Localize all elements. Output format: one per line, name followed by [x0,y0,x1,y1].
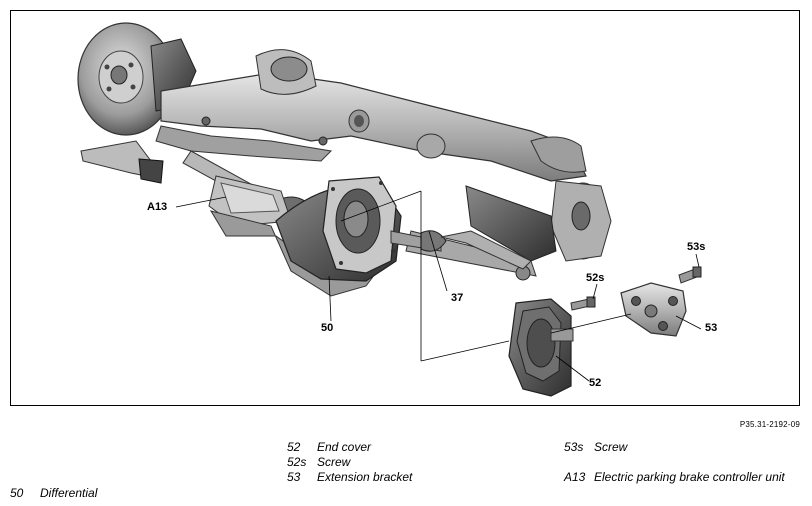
callout-52s: 52s [586,272,605,284]
legend-item-53: 53 Extension bracket [287,470,413,484]
callout-53: 53 [705,322,718,334]
diagram-frame: A13 37 50 52 52s 53 53s [10,10,800,406]
leader-lines [175,190,702,382]
screw-52s [570,296,596,311]
end-cover [508,298,574,397]
rear-axle-illustration [77,22,702,397]
right-wheel-hub [530,136,612,262]
callout-37: 37 [451,292,464,304]
callout-53s: 53s [687,241,706,253]
lower-control-arm [465,185,557,262]
legend-item-53s: 53s Screw [564,440,628,454]
legend-item-52s: 52s Screw [287,455,351,469]
axle-subframe [155,49,587,182]
legend-item-50: 50 Differential [10,486,98,500]
right-drive-shaft [440,230,532,270]
left-brake-disc [77,22,197,136]
screw-53s [678,266,702,284]
legend-item-52: 52 End cover [287,440,372,454]
callout-52: 52 [589,377,602,389]
extension-bracket [620,282,687,337]
callout-a13: A13 [147,201,168,213]
parking-brake-controller [208,175,292,227]
callout-50: 50 [321,322,334,334]
figure-reference: P35.31-2192-09 [739,420,800,429]
legend-item-a13: A13 Electric parking brake controller un… [564,470,785,484]
differential [275,176,447,282]
